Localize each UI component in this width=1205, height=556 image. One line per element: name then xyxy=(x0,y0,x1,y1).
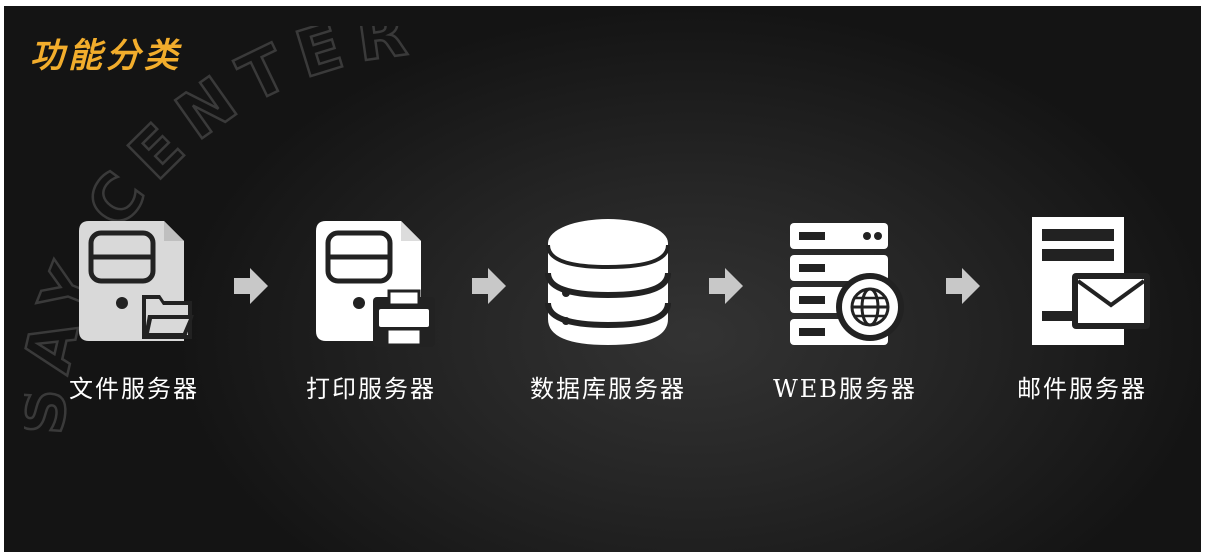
database-icon xyxy=(545,219,671,345)
arrow-right-icon xyxy=(472,268,506,304)
print-server-icon xyxy=(316,221,435,347)
item-label: 邮件服务器 xyxy=(1017,375,1147,403)
item-label: WEB服务器 xyxy=(773,375,917,403)
slide: SAY CENTER 功能分类 文件服务器 xyxy=(4,6,1201,552)
item-label: 文件服务器 xyxy=(69,375,199,403)
item-file-server: 文件服务器 xyxy=(49,211,219,404)
file-server-icon xyxy=(79,221,194,341)
item-mail-server: 邮件服务器 xyxy=(997,211,1167,404)
page-title: 功能分类 xyxy=(30,36,182,76)
item-label: 打印服务器 xyxy=(306,375,436,403)
item-label: 数据库服务器 xyxy=(530,375,686,403)
item-database-server: 数据库服务器 xyxy=(523,211,693,404)
web-server-icon xyxy=(790,223,904,345)
mail-server-icon xyxy=(1032,217,1150,345)
item-web-server: WEB服务器 xyxy=(760,211,930,404)
arrow-right-icon xyxy=(946,268,980,304)
item-print-server: 打印服务器 xyxy=(286,211,456,404)
arrow-right-icon xyxy=(709,268,743,304)
arrow-right-icon xyxy=(234,268,268,304)
